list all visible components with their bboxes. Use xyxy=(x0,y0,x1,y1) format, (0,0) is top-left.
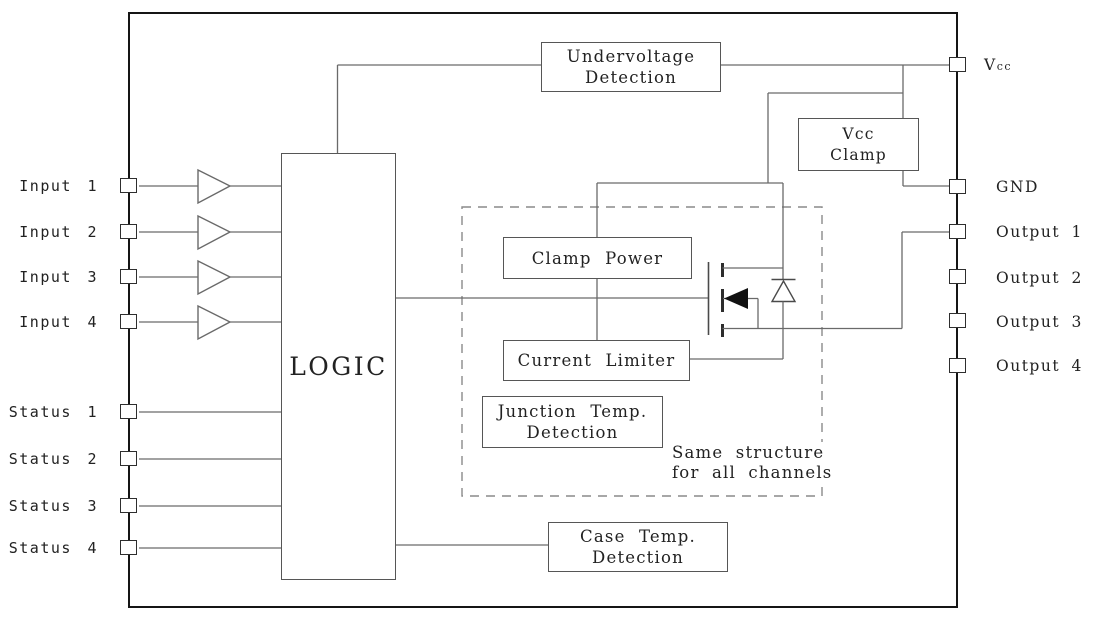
block-undervoltage-detection: Undervoltage Detection xyxy=(541,42,721,92)
label-output-2: Output 2 xyxy=(996,269,1083,287)
pin-status-2 xyxy=(120,451,137,466)
label-vcc-main: V xyxy=(984,56,997,74)
diode-triangle-icon xyxy=(770,279,797,303)
pin-output-2 xyxy=(949,269,966,284)
junction-temp-line2: Detection xyxy=(526,423,619,442)
label-input-1: Input 1 xyxy=(19,177,98,195)
block-junction-temp-detection: Junction Temp. Detection xyxy=(482,396,663,448)
label-input-2: Input 2 xyxy=(19,223,98,241)
clamp-power-label: Clamp Power xyxy=(531,248,664,268)
pin-status-1 xyxy=(120,404,137,419)
undervoltage-line1: Undervoltage xyxy=(566,47,696,66)
case-temp-line1: Case Temp. xyxy=(580,527,696,546)
label-vcc-sub: cc xyxy=(996,60,1013,73)
block-vcc-clamp: Vcc Clamp xyxy=(798,118,919,171)
block-logic-label: LOGIC xyxy=(289,352,388,381)
junction-temp-line1: Junction Temp. xyxy=(497,402,648,421)
pin-input-4 xyxy=(120,314,137,329)
label-vcc: Vcc xyxy=(984,56,1012,74)
pin-input-3 xyxy=(120,269,137,284)
chip-outline xyxy=(128,12,958,608)
block-clamp-power: Clamp Power xyxy=(503,237,692,279)
pin-output-4 xyxy=(949,358,966,373)
vcc-clamp-line2: Clamp xyxy=(830,145,887,164)
label-input-3: Input 3 xyxy=(19,268,98,286)
pin-vcc xyxy=(949,57,966,72)
pin-output-1 xyxy=(949,224,966,239)
pin-output-3 xyxy=(949,313,966,328)
pin-input-1 xyxy=(120,178,137,193)
vcc-clamp-line1: Vcc xyxy=(842,124,875,143)
block-case-temp-detection: Case Temp. Detection xyxy=(548,522,728,572)
label-status-3: Status 3 xyxy=(8,497,98,515)
note-line2: for all channels xyxy=(672,463,833,482)
current-limiter-label: Current Limiter xyxy=(517,351,676,370)
label-output-1: Output 1 xyxy=(996,223,1083,241)
dashed-channel-cell-box xyxy=(461,206,823,497)
label-status-1: Status 1 xyxy=(8,403,98,421)
note-line1: Same structure xyxy=(672,443,825,462)
block-current-limiter: Current Limiter xyxy=(503,340,690,381)
label-input-4: Input 4 xyxy=(19,313,98,331)
buffer2-icon xyxy=(197,214,232,251)
block-logic: LOGIC xyxy=(281,153,396,580)
same-structure-note: Same structure for all channels xyxy=(668,442,837,484)
pin-status-3 xyxy=(120,498,137,513)
label-status-4: Status 4 xyxy=(8,539,98,557)
mosfet-body-arrow-icon xyxy=(724,288,748,309)
undervoltage-line2: Detection xyxy=(585,68,677,87)
pin-gnd xyxy=(949,179,966,194)
buffer1-icon xyxy=(197,168,232,205)
label-gnd: GND xyxy=(996,178,1039,196)
label-output-4: Output 4 xyxy=(996,357,1083,375)
buffer4-icon xyxy=(197,304,232,341)
pin-input-2 xyxy=(120,224,137,239)
pin-status-4 xyxy=(120,540,137,555)
case-temp-line2: Detection xyxy=(592,548,684,567)
label-output-3: Output 3 xyxy=(996,313,1083,331)
buffer3-icon xyxy=(197,259,232,296)
label-status-2: Status 2 xyxy=(8,450,98,468)
